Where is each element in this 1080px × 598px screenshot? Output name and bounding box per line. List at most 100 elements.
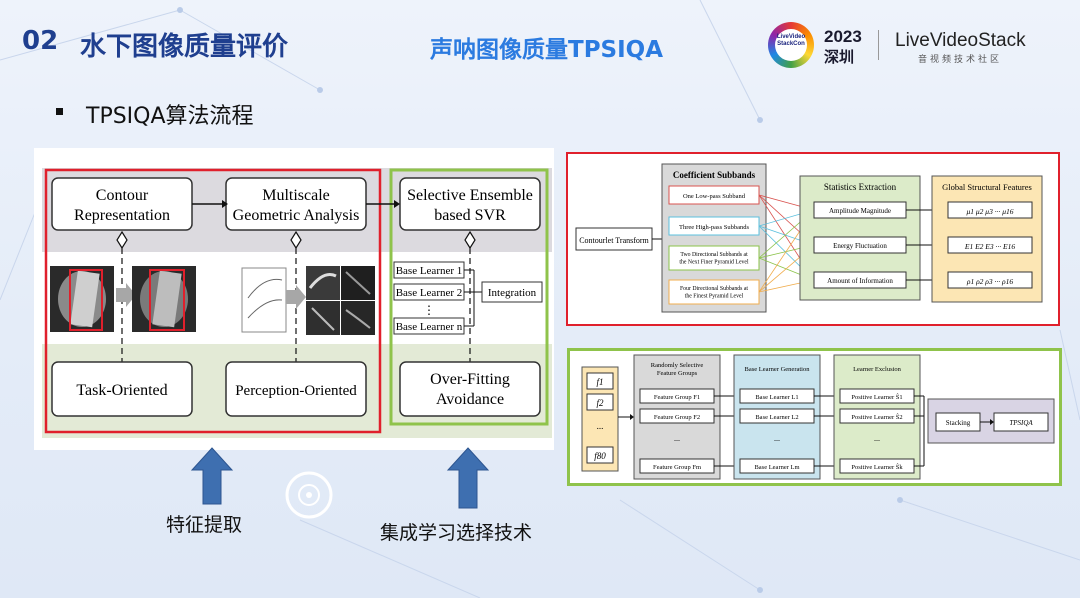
conference-logo-text: LiveVideo StackCon xyxy=(776,34,806,47)
f80-label: f80 xyxy=(594,451,606,461)
text-line: Four Directional Subbands at xyxy=(680,286,748,292)
blm-label: Base Learner Lm xyxy=(754,464,799,471)
arrow-right-icon-2 xyxy=(286,285,306,309)
arrow-right-icon xyxy=(116,283,136,307)
base-learner-dots: ⋮ xyxy=(423,303,435,317)
section-title: 水下图像质量评价 xyxy=(80,32,289,62)
section-number: 02 xyxy=(22,26,59,56)
subband-3 xyxy=(668,245,760,271)
amplitude-label: Amplitude Magnitude xyxy=(829,207,891,215)
feature-extraction-diagram: Contourlet Transform Coefficient Subband… xyxy=(575,163,1043,313)
subband-2-label: Three High-pass Subbands xyxy=(679,224,750,231)
pl-dots: ... xyxy=(874,434,880,443)
stacking-label: Stacking xyxy=(946,419,971,427)
coef-title: Coefficient Subbands xyxy=(673,170,756,180)
text-line: Feature Groups xyxy=(657,370,698,377)
text-line: the Next Finer Pyramid Level xyxy=(679,259,749,265)
fgm-label: Feature Group Fm xyxy=(653,464,701,471)
wavelet-tiles xyxy=(306,266,375,335)
contourlet-label: Contourlet Transform xyxy=(579,236,649,245)
text-line: Geometric Analysis xyxy=(233,207,360,224)
task-oriented-box xyxy=(51,361,193,417)
fg1-label: Feature Group F1 xyxy=(654,394,700,401)
pl2-label: Positive Learner Ŝ2 xyxy=(851,413,902,421)
perception-oriented-box xyxy=(225,361,367,417)
text-line: Randomly Selective xyxy=(651,362,704,369)
fg-dots: ... xyxy=(674,434,680,443)
rho-box xyxy=(947,271,1033,289)
ensemble-frame xyxy=(389,168,549,426)
conference-year: 2023 xyxy=(824,27,862,46)
selective-text: Selective Ensemble based SVR xyxy=(407,187,533,224)
global-title: Global Structural Features xyxy=(942,182,1032,192)
text-line: Avoidance xyxy=(436,391,504,408)
bullet-marker xyxy=(56,108,63,115)
tpsiqa-box xyxy=(993,412,1049,432)
integration-label: Integration xyxy=(488,287,537,299)
up-arrow-icon-ensemble xyxy=(446,447,490,509)
f-dots: ... xyxy=(597,421,604,431)
f2-label: f2 xyxy=(596,398,604,408)
brand-tagline: 音视频技术社区 xyxy=(918,55,1003,65)
perception-oriented-label: Perception-Oriented xyxy=(235,383,357,399)
information-label: Amount of Information xyxy=(827,277,893,285)
text-line: Over-Fitting xyxy=(430,371,510,388)
tpsiqa-label: TPSIQA xyxy=(1009,419,1033,427)
integration-box xyxy=(481,281,543,303)
le-title: Learner Exclusion xyxy=(853,366,902,373)
text-line: based SVR xyxy=(434,207,506,224)
slide-subtitle: 声呐图像质量TPSIQA xyxy=(430,37,664,63)
stats-title: Statistics Extraction xyxy=(824,182,897,192)
energy-features-box xyxy=(947,236,1033,254)
mu-box xyxy=(947,201,1033,219)
bl-dots: ... xyxy=(774,434,780,443)
conference-logo-center xyxy=(775,29,807,61)
bullet-text: TPSIQA算法流程 xyxy=(86,104,254,129)
disc-icon xyxy=(285,471,333,519)
ensemble-selection-caption: 集成学习选择技术 xyxy=(380,522,533,544)
feature-extraction-caption: 特征提取 xyxy=(166,514,243,536)
pl1-label: Positive Learner Ŝ1 xyxy=(851,393,902,401)
blg-title: Base Learner Generation xyxy=(745,366,811,373)
feature-extraction-frame xyxy=(44,168,382,434)
over-fitting-box xyxy=(399,361,541,417)
base-learner-1-label: Base Learner 1 xyxy=(396,265,463,277)
text-line: Selective Ensemble xyxy=(407,187,533,204)
text-line: the Finest Pyramid Level xyxy=(685,293,744,299)
text-line: Contour xyxy=(96,187,149,204)
rho-label: ρ1 ρ2 ρ3 ··· ρ16 xyxy=(966,277,1014,286)
base-learner-2-label: Base Learner 2 xyxy=(396,287,463,299)
bl1-label: Base Learner L1 xyxy=(755,394,798,401)
subband-1-label: One Low-pass Subband xyxy=(683,193,746,200)
bl2-label: Base Learner L2 xyxy=(755,414,798,421)
subband-4 xyxy=(668,279,760,305)
fg2-label: Feature Group F2 xyxy=(654,414,700,421)
f1-label: f1 xyxy=(596,377,603,387)
feature-extraction-diagram-panel: Contourlet Transform Coefficient Subband… xyxy=(566,152,1060,326)
logo-divider xyxy=(878,30,879,60)
brand-logo: LiveVideoStack xyxy=(895,30,1026,51)
text-line: Two Directional Subbands at xyxy=(680,252,748,258)
energy-label: Energy Fluctuation xyxy=(833,242,887,250)
mu-label: μ1 μ2 μ3 ··· μ16 xyxy=(967,207,1014,216)
energy-features-label: E1 E2 E3 ··· E16 xyxy=(964,242,1015,251)
base-learner-n-label: Base Learner n xyxy=(396,321,463,333)
plk-label: Positive Learner Ŝk xyxy=(851,463,903,471)
text-line: Multiscale xyxy=(262,187,330,204)
task-oriented-label: Task-Oriented xyxy=(76,382,167,399)
conference-city: 深圳 xyxy=(824,48,855,66)
up-arrow-icon-feature xyxy=(190,447,234,505)
